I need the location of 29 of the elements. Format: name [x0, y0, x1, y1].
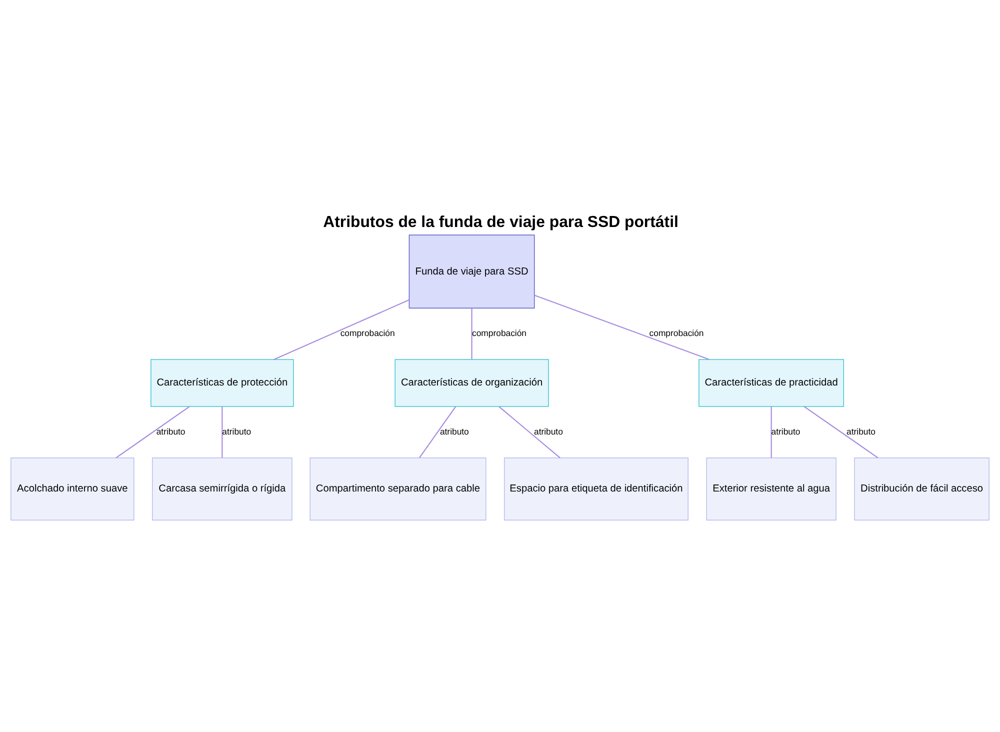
connector	[770, 406, 772, 458]
connector	[804, 406, 878, 458]
edge-label: atributo	[156, 426, 186, 436]
edge-label: comprobación	[340, 328, 395, 338]
node-box: Espacio para etiqueta de identificación	[504, 458, 688, 520]
node-box: Compartimento separado para cable	[310, 458, 486, 520]
node-box: Características de practicidad	[698, 359, 844, 407]
edge-label: atributo	[440, 426, 469, 436]
connector	[419, 406, 456, 458]
connector	[222, 406, 223, 458]
edge-label: atributo	[846, 426, 876, 436]
node-box: Características de protección	[150, 359, 294, 407]
edge-label: atributo	[222, 426, 252, 436]
edge-label: atributo	[534, 426, 563, 436]
node-box: Exterior resistente al agua	[706, 458, 836, 520]
edge-label: comprobación	[649, 328, 704, 338]
diagram-title: Atributos de la funda de viaje para SSD portátil	[323, 214, 678, 231]
edge-label: atributo	[771, 426, 800, 436]
node-box: Acolchado interno suave	[10, 458, 134, 520]
edge-label: comprobación	[472, 328, 527, 338]
connector	[534, 294, 710, 360]
node-box: Distribución de fácil acceso	[854, 458, 990, 520]
connector	[274, 299, 410, 360]
node-box: Características de organización	[394, 359, 549, 407]
connector	[498, 406, 560, 458]
node-box: Carcasa semirrígida o rígida	[152, 458, 292, 520]
connector	[116, 406, 190, 458]
node-box: Funda de viaje para SSD	[408, 234, 535, 308]
connector	[471, 308, 472, 360]
